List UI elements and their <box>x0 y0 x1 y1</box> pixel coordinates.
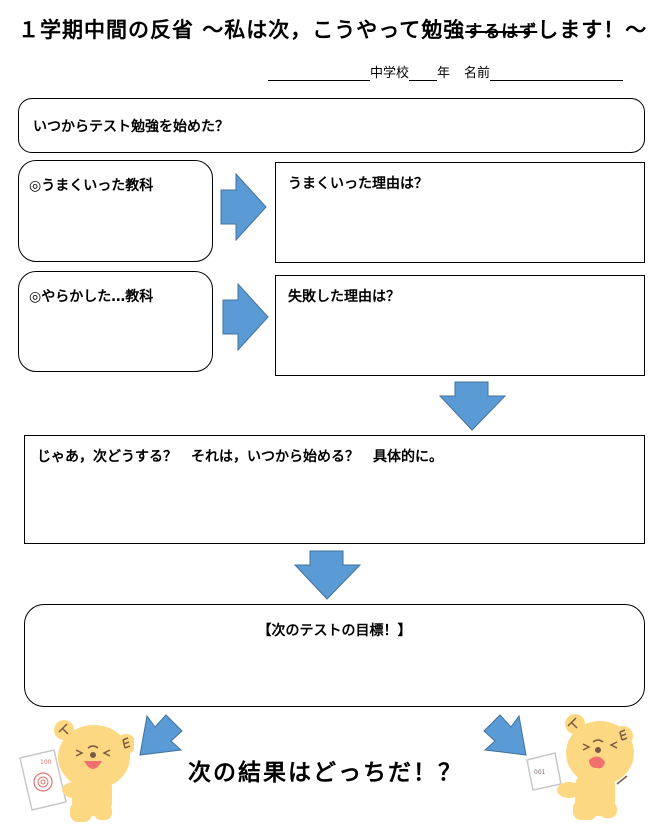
bad-reason-label: 失敗した理由は？ <box>288 289 400 305</box>
grade-blank[interactable] <box>409 66 438 81</box>
bad-reason-box[interactable]: 失敗した理由は？ <box>275 275 645 376</box>
down-right-arrow-icon <box>483 714 527 756</box>
next-goal-box[interactable]: 【次のテストの目標！】 <box>24 604 645 707</box>
title-main: １学期中間の反省 ～私は次，こうやって勉強 <box>18 18 466 42</box>
good-subject-box[interactable]: ◎うまくいった教科 <box>18 160 213 262</box>
good-subject-label: ◎うまくいった教科 <box>29 178 154 194</box>
name-blank[interactable] <box>490 66 624 81</box>
down-arrow-icon <box>438 381 507 431</box>
title-end: します！～ <box>537 18 648 42</box>
name-line: 中学校 年 名前 <box>268 62 624 81</box>
right-arrow-icon <box>222 282 269 352</box>
title-struck-text: するはず <box>465 22 538 42</box>
happy-bear-illustration: 100 <box>19 720 134 822</box>
bear-body <box>54 720 134 822</box>
start-question-box[interactable]: いつからテスト勉強を始めた？ <box>18 98 645 153</box>
grade-label: 年 <box>437 65 451 80</box>
test-paper-100-icon: 100 <box>19 749 67 811</box>
start-question-label: いつからテスト勉強を始めた？ <box>33 119 229 135</box>
worksheet-title: １学期中間の反省 ～私は次，こうやって勉強するはずします！～ <box>18 14 647 44</box>
left-paper-score: 100 <box>40 759 52 766</box>
right-arrow-icon <box>220 172 267 242</box>
school-label: 中学校 <box>370 65 410 80</box>
bad-subject-label: ◎やらかした…教科 <box>29 289 154 305</box>
sad-bear-illustration: 001 <box>526 714 634 820</box>
next-plan-label: じゃあ，次どうする？ それは，いつから始める？ 具体的に。 <box>37 449 443 465</box>
good-reason-label: うまくいった理由は？ <box>288 176 428 192</box>
next-goal-label: 【次のテストの目標！】 <box>257 623 412 639</box>
down-left-arrow-icon <box>139 714 183 756</box>
test-paper-001-icon: 001 <box>526 752 562 791</box>
bad-subject-box[interactable]: ◎やらかした…教科 <box>18 271 213 372</box>
right-paper-score: 001 <box>534 769 546 776</box>
school-blank[interactable] <box>268 66 370 81</box>
next-plan-box[interactable]: じゃあ，次どうする？ それは，いつから始める？ 具体的に。 <box>24 435 645 544</box>
good-reason-box[interactable]: うまくいった理由は？ <box>275 162 645 263</box>
bear-body <box>557 714 634 820</box>
down-arrow-icon <box>293 550 362 600</box>
name-label: 名前 <box>464 65 491 80</box>
result-question: 次の結果はどっちだ！？ <box>188 760 463 786</box>
